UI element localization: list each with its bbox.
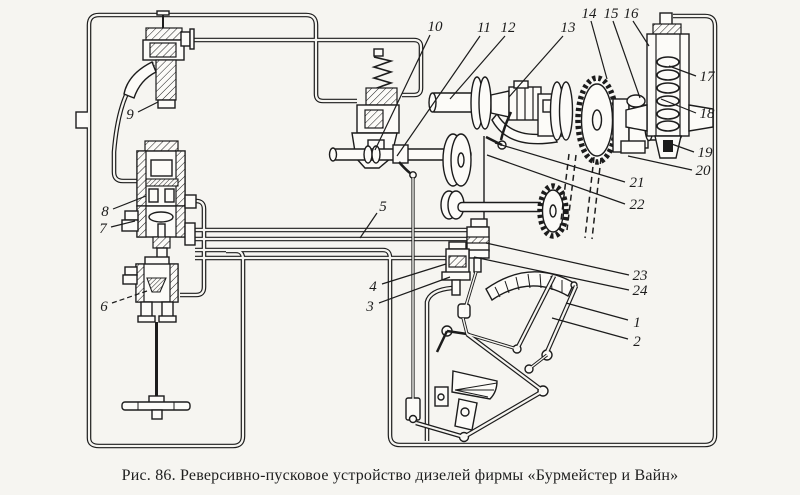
callout-label-11: 11 <box>477 20 491 36</box>
camshaft-assembly <box>428 75 684 165</box>
callout-label-22: 22 <box>630 197 646 213</box>
callout-leader-8 <box>112 195 147 210</box>
valve-6 <box>121 256 191 420</box>
callout-leader-23 <box>485 242 630 276</box>
lower-control-shaft <box>457 201 547 213</box>
valve-9 <box>123 10 195 109</box>
pipe-inner <box>415 421 465 439</box>
callout-label-3: 3 <box>365 299 374 315</box>
callout-leader-4 <box>381 263 447 285</box>
pipe-right-loop-inner <box>195 14 717 447</box>
callout-label-13: 13 <box>561 20 576 36</box>
shaft-clamp <box>392 144 409 164</box>
callout-leader-12 <box>449 35 506 100</box>
callout-label-8: 8 <box>101 204 109 220</box>
callout-label-16: 16 <box>624 6 640 22</box>
frame-stub-flange <box>75 111 90 129</box>
callout-leader-17 <box>668 65 697 77</box>
callout-leader-3 <box>378 276 451 304</box>
pipe-inner <box>463 271 477 313</box>
pipe-valve9-to-valve10 <box>192 37 424 98</box>
pipe-bottom-left-loop-inner <box>87 249 245 448</box>
callout-leader-21 <box>494 142 626 183</box>
callout-label-4: 4 <box>369 279 377 295</box>
pipe-inner <box>466 333 544 392</box>
callout-leader-5 <box>359 212 378 239</box>
twin-pilot-valves <box>441 218 490 296</box>
link-rod-1-inner <box>545 285 578 353</box>
pipe-network <box>75 12 718 449</box>
valve-block-7-8 <box>121 140 197 264</box>
reversing-linkage <box>415 271 579 443</box>
callout-label-5: 5 <box>379 199 387 215</box>
callout-label-21: 21 <box>630 175 645 191</box>
callout-label-12: 12 <box>501 20 517 36</box>
callout-leader-10 <box>374 34 431 151</box>
spring-valve-assembly <box>625 12 714 159</box>
callout-label-2: 2 <box>633 334 641 350</box>
callout-label-20: 20 <box>696 163 712 179</box>
callout-leader-9 <box>137 101 159 113</box>
pipe-valve-drop-inner <box>425 286 453 441</box>
pipe-valve9-to-valve10-inner <box>192 38 423 97</box>
callout-leader-20 <box>627 155 693 171</box>
callout-label-19: 19 <box>698 145 714 161</box>
callout-label-14: 14 <box>582 6 598 22</box>
callout-leader-11 <box>396 35 481 157</box>
callout-label-15: 15 <box>604 6 620 22</box>
callout-leader-16 <box>632 20 650 47</box>
callout-leader-18 <box>660 98 697 114</box>
control-shafts-and-discs <box>328 133 569 424</box>
linkage-sector <box>451 370 498 400</box>
callout-leader-22 <box>486 154 626 205</box>
pipe-inner <box>462 317 468 335</box>
callout-label-18: 18 <box>700 106 716 122</box>
callout-leader-6 <box>111 290 148 304</box>
pipe-inner <box>463 390 544 438</box>
callout-label-9: 9 <box>126 107 134 123</box>
link-rod-2-inner <box>516 275 555 350</box>
callout-label-6: 6 <box>100 299 108 315</box>
callout-leader-2 <box>551 317 629 340</box>
callout-label-10: 10 <box>428 19 444 35</box>
callout-leader-13 <box>508 35 564 98</box>
callout-leader-7 <box>110 220 136 228</box>
callout-leader-15 <box>612 20 641 99</box>
callout-label-23: 23 <box>633 268 648 284</box>
callout-label-24: 24 <box>633 283 649 299</box>
callout-leader-19 <box>665 141 695 153</box>
pipe-inner <box>466 333 518 350</box>
pipe-inner <box>528 354 548 370</box>
callout-label-1: 1 <box>633 315 641 331</box>
callout-leader-1 <box>565 302 629 321</box>
pipe-top-left-loop-inner <box>87 13 357 438</box>
cam-lobe <box>626 94 646 108</box>
callout-label-7: 7 <box>99 221 108 237</box>
drive-dashed-lines <box>559 153 602 240</box>
callout-label-17: 17 <box>700 69 717 85</box>
figure-caption: Рис. 86. Реверсивно-пусковое устройство … <box>121 467 679 484</box>
pipe-valve-drop <box>424 285 453 441</box>
callout-leader-24 <box>473 256 630 291</box>
pipe-block-to-valve6-inner <box>180 199 206 297</box>
callout-leader-14 <box>590 20 608 80</box>
